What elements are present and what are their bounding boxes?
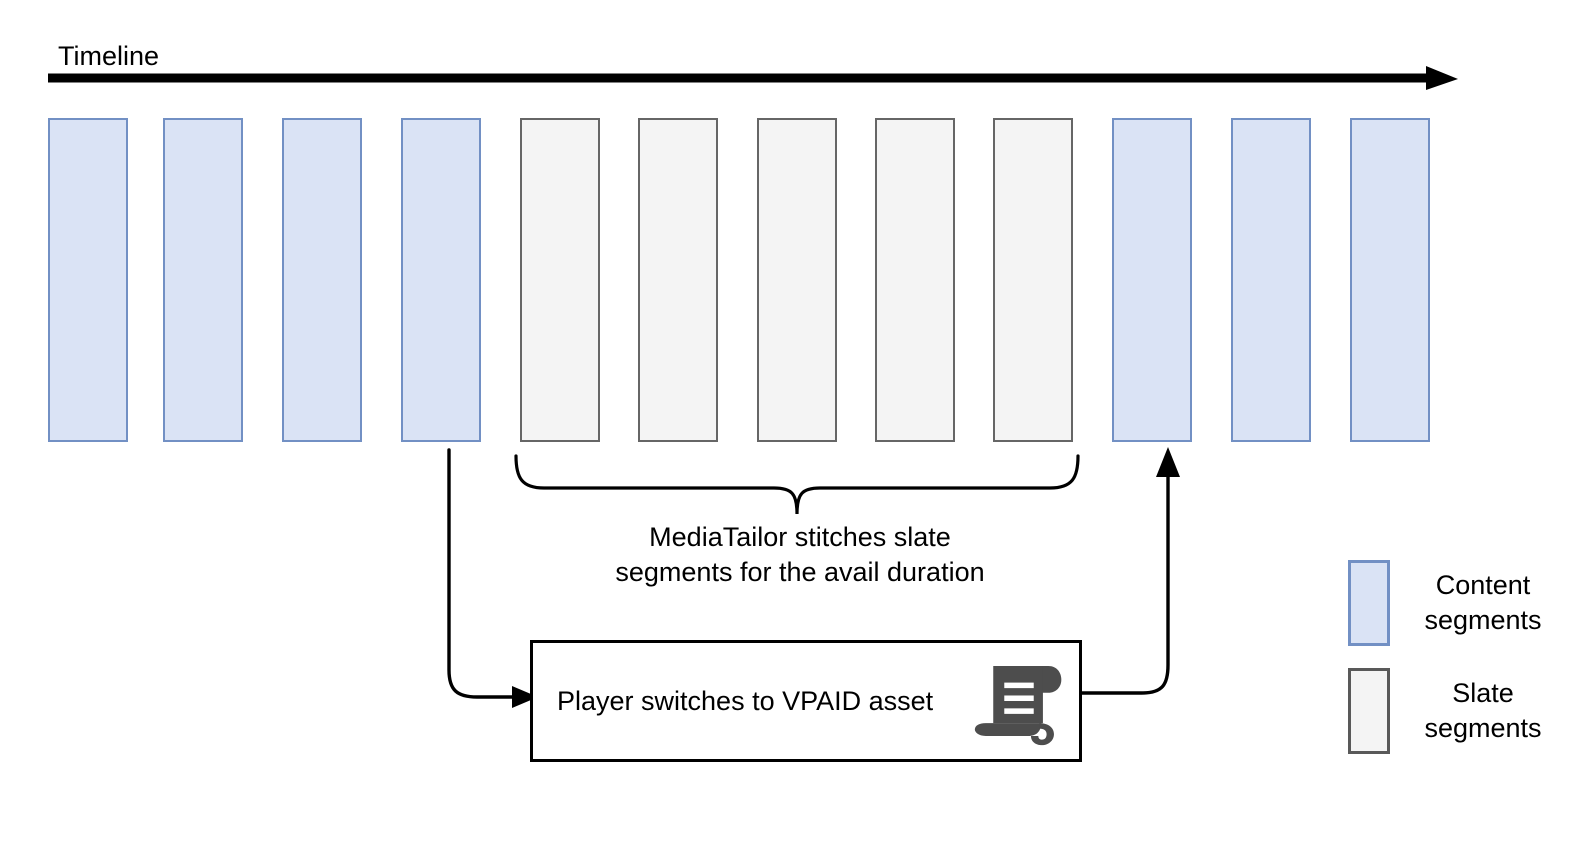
legend-swatch-slate bbox=[1348, 668, 1390, 754]
segment-content-3 bbox=[282, 118, 362, 442]
segment-content-2 bbox=[163, 118, 243, 442]
segment-slate-8 bbox=[875, 118, 955, 442]
arrow-from-vpaid-box-icon bbox=[1072, 447, 1180, 695]
slate-span-brace-icon bbox=[514, 454, 1080, 515]
legend-label-line-2: segments bbox=[1424, 713, 1542, 743]
brace-caption-line-2: segments for the avail duration bbox=[615, 557, 985, 587]
vpaid-callout-box: Player switches to VPAID asset bbox=[530, 640, 1082, 762]
segment-content-10 bbox=[1112, 118, 1192, 442]
vpaid-label: Player switches to VPAID asset bbox=[557, 686, 934, 716]
timeline-axis-arrow-icon bbox=[48, 66, 1458, 90]
segment-slate-7 bbox=[757, 118, 837, 442]
brace-caption: MediaTailor stitches slate segments for … bbox=[595, 520, 1005, 590]
legend-row-slate: Slate segments bbox=[1348, 668, 1558, 754]
brace-caption-line-1: MediaTailor stitches slate bbox=[649, 522, 951, 552]
segment-content-4 bbox=[401, 118, 481, 442]
segment-slate-6 bbox=[638, 118, 718, 442]
legend-label-line-1: Content bbox=[1435, 570, 1531, 600]
scroll-document-icon bbox=[974, 666, 1062, 746]
timeline-label: Timeline bbox=[58, 41, 160, 71]
segment-content-1 bbox=[48, 118, 128, 442]
legend-swatch-content bbox=[1348, 560, 1390, 646]
legend-label-slate: Slate segments bbox=[1408, 676, 1558, 746]
legend-label-line-2: segments bbox=[1424, 605, 1542, 635]
segment-slate-5 bbox=[520, 118, 600, 442]
segment-content-12 bbox=[1350, 118, 1430, 442]
legend-row-content: Content segments bbox=[1348, 560, 1558, 646]
segment-content-11 bbox=[1231, 118, 1311, 442]
arrow-to-vpaid-box-icon bbox=[447, 448, 538, 708]
segment-slate-9 bbox=[993, 118, 1073, 442]
legend-label-line-1: Slate bbox=[1452, 678, 1514, 708]
legend-label-content: Content segments bbox=[1408, 568, 1558, 638]
